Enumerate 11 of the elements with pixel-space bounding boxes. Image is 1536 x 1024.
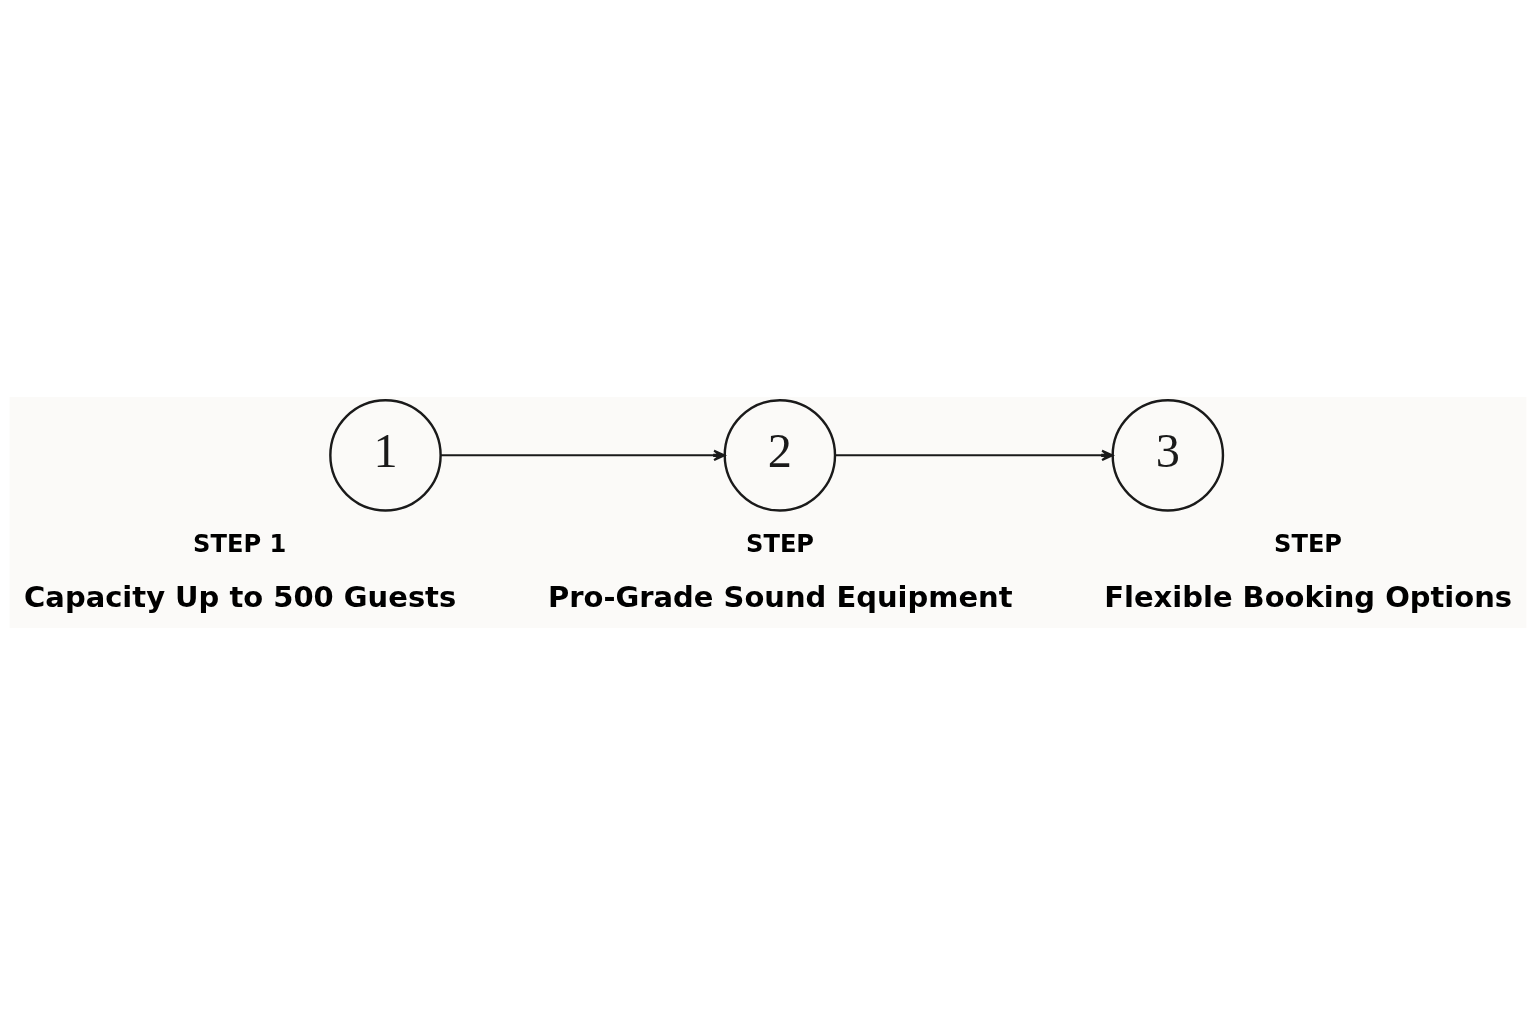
node-circle: 1 <box>329 398 442 512</box>
node-circle: 2 <box>723 398 837 512</box>
node-label: STEP <box>746 529 815 558</box>
arrow <box>440 449 726 461</box>
node-label: STEP <box>1274 529 1343 558</box>
node-label: Pro-Grade Sound Equipment <box>548 579 1013 614</box>
node-circle: 3 <box>1111 398 1225 512</box>
arrow <box>835 449 1114 461</box>
node-label: Flexible Booking Options <box>1104 579 1513 614</box>
node-label: STEP 1 <box>193 529 287 558</box>
node-label: Capacity Up to 500 Guests <box>24 579 457 614</box>
